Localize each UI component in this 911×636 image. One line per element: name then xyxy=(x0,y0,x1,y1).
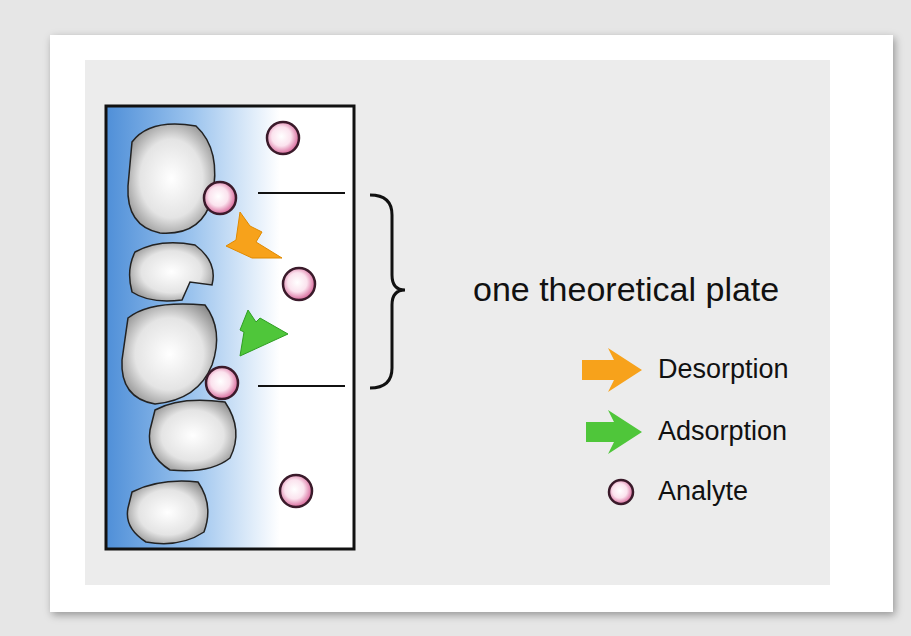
adsorption-arrow xyxy=(240,310,288,356)
legend-adsorption-sample xyxy=(586,410,642,454)
legend-desorption-sample xyxy=(582,348,642,392)
desorption-arrow xyxy=(226,212,282,258)
stationary-particles xyxy=(122,124,236,544)
column-tube xyxy=(106,106,354,549)
plate-label: one theoretical plate xyxy=(473,270,779,309)
plate-bracket xyxy=(370,195,405,388)
legend-analyte-sample xyxy=(609,480,633,504)
analyte-molecules xyxy=(204,122,315,507)
legend-text: Analyte xyxy=(658,476,748,507)
plate-boundaries xyxy=(258,193,345,386)
legend-text: Adsorption xyxy=(658,416,787,447)
legend-text: Desorption xyxy=(658,354,789,385)
